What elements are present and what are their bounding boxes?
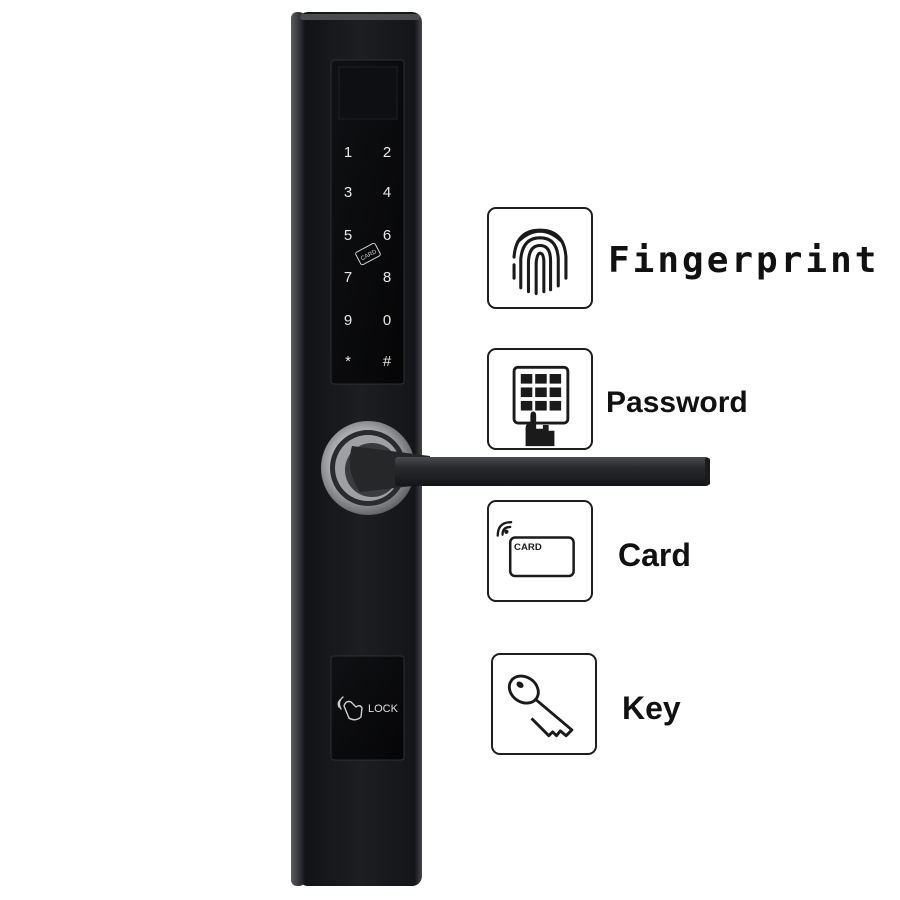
lever-arm	[395, 457, 709, 486]
keypad-key[interactable]: 5	[344, 227, 352, 244]
keypad-panel[interactable]	[330, 59, 405, 385]
hand-touch-icon	[337, 696, 363, 721]
keypad-finger-icon	[512, 365, 570, 447]
key-label: Key	[622, 690, 681, 726]
keypad-key[interactable]: 3	[344, 184, 352, 201]
keypad-key[interactable]: 7	[344, 269, 352, 286]
keypad-key[interactable]: 4	[383, 184, 391, 201]
card-icon-text: CARD	[514, 542, 542, 553]
keypad-key[interactable]: *	[345, 353, 351, 370]
fingerprint-icon	[512, 228, 568, 296]
password-label: Password	[606, 386, 748, 419]
lever-handle[interactable]	[321, 421, 710, 515]
keypad-keys[interactable]: 1 2 3 4 5 6 7 8 9 0 * #	[344, 144, 392, 370]
keypad-key[interactable]: 6	[383, 227, 391, 244]
password-feature-box	[487, 348, 593, 450]
keypad-key[interactable]: 2	[383, 144, 391, 161]
faceplate-highlight	[300, 14, 420, 20]
fingerprint-label: Fingerprint	[608, 240, 880, 281]
card-feature-box: CARD	[487, 500, 593, 602]
card-label: Card	[618, 537, 691, 573]
keypad-display	[338, 66, 398, 120]
keypad-key[interactable]: #	[383, 353, 392, 370]
fingerprint-feature-box	[487, 207, 593, 309]
keypad-key[interactable]: 9	[344, 312, 352, 329]
key-feature-box	[491, 653, 597, 755]
keypad-key[interactable]: 1	[344, 144, 352, 161]
key-icon	[507, 674, 574, 738]
lock-label: LOCK	[368, 703, 399, 715]
keypad-key[interactable]: 0	[383, 312, 391, 329]
lock-panel[interactable]	[330, 655, 405, 761]
smart-lock: 1 2 3 4 5 6 7 8 9 0 * # CARD LOCK	[291, 12, 710, 886]
card-icon: CARD	[496, 521, 575, 578]
keypad-key[interactable]: 8	[383, 269, 391, 286]
